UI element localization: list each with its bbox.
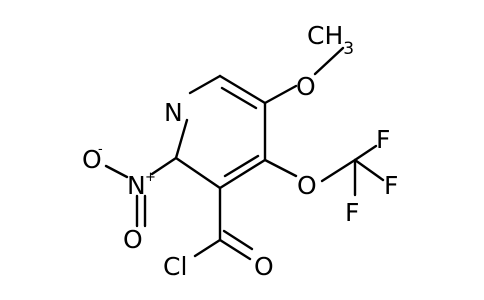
fluorine-1-label: F xyxy=(376,125,390,154)
bond-c4-o xyxy=(263,158,298,178)
bond-n-c2 xyxy=(174,118,189,160)
bond-c-f2 xyxy=(353,158,385,182)
bonds xyxy=(104,46,385,261)
nitro-nitrogen-label: N xyxy=(127,171,146,200)
bond-o-ch3 xyxy=(313,46,345,76)
bond-c2-c3 xyxy=(174,156,222,190)
bond-c5-o xyxy=(263,84,298,105)
nitro-oxygen-top-label: O xyxy=(82,145,102,174)
methyl-label: CH3 xyxy=(307,21,354,59)
methoxy-oxygen-label: O xyxy=(296,72,316,101)
ring-nitrogen-label: N xyxy=(164,98,183,127)
bond-c2-nitro xyxy=(150,156,178,176)
bond-carbonyl-o-b xyxy=(222,229,254,251)
nitro-nitrogen-charge: + xyxy=(145,170,156,185)
fluorine-3-label: F xyxy=(345,198,359,227)
bond-c5-c6-inner xyxy=(220,86,258,110)
carbonyl-oxygen-label: O xyxy=(254,252,274,281)
atom-labels: CH3 O N O F F F N + O - O Cl O xyxy=(82,21,398,281)
bond-c6-n xyxy=(188,74,222,95)
bond-c-f1 xyxy=(353,144,378,162)
ether-oxygen-label: O xyxy=(297,171,317,200)
fluorine-2-label: F xyxy=(384,171,398,200)
bond-c5-c6 xyxy=(218,74,267,105)
bond-carbonyl-cl xyxy=(193,238,222,258)
bond-c3-c4 xyxy=(218,158,267,190)
nitro-oxygen-bottom-label: O xyxy=(123,225,143,254)
bond-c3-c4-inner xyxy=(223,154,260,178)
bond-o-cf3 xyxy=(320,158,357,183)
bond-nitro-o-top xyxy=(104,164,129,179)
acyl-chlorine-label: Cl xyxy=(163,252,187,281)
nitro-oxygen-top-charge: - xyxy=(98,142,103,157)
bond-carbonyl-o-a xyxy=(218,238,252,261)
